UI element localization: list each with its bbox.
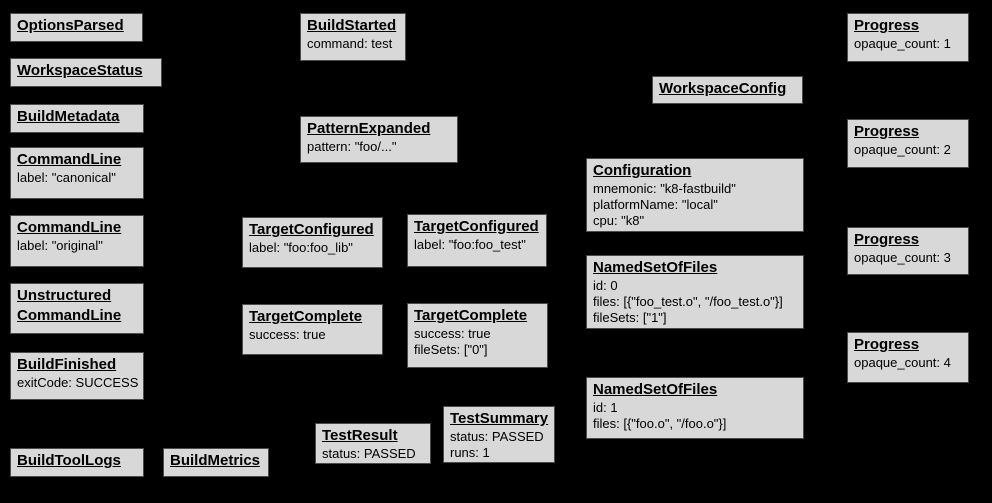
node-target-complete-foo-lib: TargetComplete success: true: [242, 304, 383, 355]
node-field: success: true: [414, 326, 491, 341]
node-title: TestSummary: [450, 410, 549, 427]
node-title: TargetComplete: [414, 307, 528, 324]
node-build-metrics: BuildMetrics: [163, 448, 269, 477]
node-title: WorkspaceConfig: [659, 80, 787, 97]
node-title: TargetConfigured: [414, 218, 539, 235]
node-field: id: 1: [593, 400, 618, 415]
node-test-result: TestResult status: PASSED: [315, 423, 431, 464]
node-field: id: 0: [593, 278, 618, 293]
node-title: BuildFinished: [17, 356, 117, 373]
node-field: cpu: "k8": [593, 213, 645, 228]
node-named-set-of-files-0: NamedSetOfFiles id: 0 files: [{"foo_test…: [586, 255, 804, 329]
node-field: command: test: [307, 36, 393, 51]
node-field: opaque_count: 3: [854, 250, 951, 265]
node-field: exitCode: SUCCESS: [17, 375, 139, 390]
node-test-summary: TestSummary status: PASSED runs: 1: [443, 406, 555, 463]
node-title: BuildMetrics: [170, 452, 261, 469]
node-field: status: PASSED: [322, 446, 416, 461]
node-build-tool-logs: BuildToolLogs: [10, 448, 144, 477]
node-field: label: "foo:foo_lib": [249, 240, 353, 255]
node-field: files: [{"foo.o", "/foo.o"}]: [593, 416, 727, 431]
node-field: runs: 1: [450, 445, 490, 460]
node-progress-3: Progress opaque_count: 3: [847, 227, 969, 275]
node-field: pattern: "foo/...": [307, 139, 397, 154]
node-title: Progress: [854, 231, 920, 248]
node-field: opaque_count: 2: [854, 142, 951, 157]
node-unstructured-command-line: Unstructured CommandLine: [10, 283, 144, 334]
node-field: fileSets: ["0"]: [414, 342, 488, 357]
node-field: opaque_count: 4: [854, 355, 951, 370]
node-progress-1: Progress opaque_count: 1: [847, 13, 969, 62]
node-title: TestResult: [322, 427, 398, 444]
node-build-finished: BuildFinished exitCode: SUCCESS: [10, 352, 144, 400]
node-options-parsed: OptionsParsed: [10, 13, 143, 42]
node-title: PatternExpanded: [307, 120, 431, 137]
node-field: files: [{"foo_test.o", "/foo_test.o"}]: [593, 294, 783, 309]
node-field: platformName: "local": [593, 197, 718, 212]
node-field: label: "original": [17, 238, 103, 253]
node-title: TargetConfigured: [249, 221, 374, 238]
node-title: NamedSetOfFiles: [593, 381, 718, 398]
node-named-set-of-files-1: NamedSetOfFiles id: 1 files: [{"foo.o", …: [586, 377, 804, 439]
node-title: WorkspaceStatus: [17, 62, 143, 79]
node-title: CommandLine: [17, 219, 122, 236]
node-title: Progress: [854, 17, 920, 34]
node-title: Progress: [854, 123, 920, 140]
node-command-line-original: CommandLine label: "original": [10, 215, 144, 267]
node-field: success: true: [249, 327, 326, 342]
node-field: mnemonic: "k8-fastbuild": [593, 181, 736, 196]
node-field: opaque_count: 1: [854, 36, 951, 51]
node-title: BuildStarted: [307, 17, 397, 34]
node-title: CommandLine: [17, 151, 122, 168]
node-workspace-config: WorkspaceConfig: [652, 76, 803, 104]
node-title: BuildMetadata: [17, 108, 120, 125]
node-field: fileSets: ["1"]: [593, 310, 667, 325]
node-field: status: PASSED: [450, 429, 544, 444]
node-title: Configuration: [593, 162, 692, 179]
node-title: Progress: [854, 336, 920, 353]
node-progress-4: Progress opaque_count: 4: [847, 332, 969, 383]
node-title: NamedSetOfFiles: [593, 259, 718, 276]
node-progress-2: Progress opaque_count: 2: [847, 119, 969, 168]
node-title: BuildToolLogs: [17, 452, 121, 469]
node-title: Unstructured: [17, 287, 112, 304]
node-target-configured-foo-test: TargetConfigured label: "foo:foo_test": [407, 214, 547, 267]
node-build-metadata: BuildMetadata: [10, 104, 144, 133]
node-title: TargetComplete: [249, 308, 363, 325]
node-build-started: BuildStarted command: test: [300, 13, 406, 61]
node-field: label: "canonical": [17, 170, 116, 185]
node-pattern-expanded: PatternExpanded pattern: "foo/...": [300, 116, 458, 163]
node-configuration: Configuration mnemonic: "k8-fastbuild" p…: [586, 158, 804, 232]
node-workspace-status: WorkspaceStatus: [10, 58, 162, 87]
node-target-complete-foo-test: TargetComplete success: true fileSets: […: [407, 303, 548, 368]
node-target-configured-foo-lib: TargetConfigured label: "foo:foo_lib": [242, 217, 383, 268]
node-title: OptionsParsed: [17, 17, 124, 34]
node-command-line-canonical: CommandLine label: "canonical": [10, 147, 144, 199]
node-field: label: "foo:foo_test": [414, 237, 526, 252]
node-title: CommandLine: [17, 307, 122, 324]
